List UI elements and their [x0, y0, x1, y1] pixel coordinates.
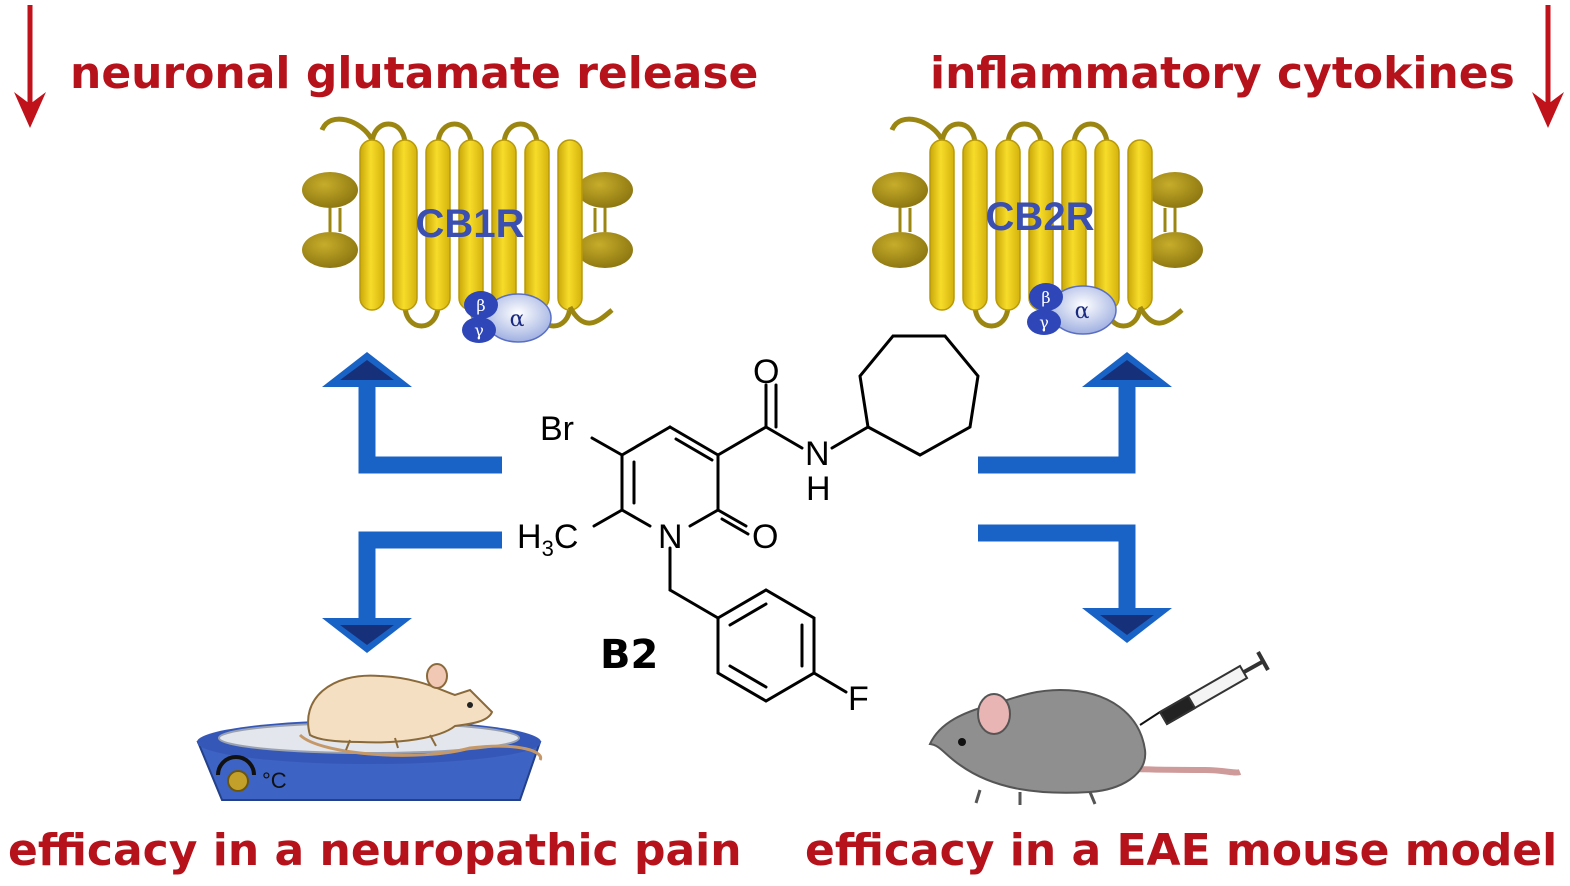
compound-b2-structure	[590, 334, 980, 703]
atom-o-ring: O	[752, 518, 778, 556]
cb2r-label: CB2R	[986, 195, 1095, 239]
title-neuropathic-pain: efficacy in a neuropathic pain	[8, 825, 742, 876]
membrane-lipid-head	[872, 172, 928, 208]
atom-h-amide: H	[806, 470, 831, 508]
title-glutamate-release: neuronal glutamate release	[70, 48, 758, 99]
receptor-loop	[1071, 121, 1110, 146]
receptor-loop	[369, 121, 408, 146]
atom-br: Br	[540, 410, 574, 448]
transmembrane-helix	[359, 139, 385, 311]
c-terminus-loop	[567, 305, 614, 326]
arrow-to-eae-model	[978, 524, 1172, 643]
atom-n-amide: N	[805, 435, 830, 473]
receptor-loop	[402, 304, 441, 329]
arrow-to-cb1r	[322, 352, 502, 474]
membrane-lipid-head	[577, 232, 633, 268]
membrane-lipid-head	[577, 172, 633, 208]
atom-fluorine: F	[848, 680, 869, 718]
receptor-loop	[501, 121, 540, 146]
membrane-lipid-head	[1147, 232, 1203, 268]
rat-illustration	[298, 663, 543, 761]
g-gamma-label: γ	[474, 321, 484, 340]
transmembrane-helix	[995, 139, 1021, 311]
syringe-icon	[1139, 651, 1270, 726]
g-protein-left: α β γ	[462, 291, 552, 343]
receptor-loop	[435, 121, 474, 146]
membrane-lipid-head	[302, 232, 358, 268]
transmembrane-helix	[962, 139, 988, 311]
atom-o-amide: O	[753, 353, 779, 391]
g-protein-right: α β γ	[1027, 283, 1117, 335]
atom-methyl: H3C	[517, 518, 578, 561]
transmembrane-helix	[425, 139, 451, 311]
g-beta-label: β	[476, 296, 485, 315]
transmembrane-helix	[392, 139, 418, 311]
receptor-loop	[1005, 121, 1044, 146]
title-eae-mouse-model: efficacy in a EAE mouse model	[805, 825, 1557, 876]
cb1r-receptor	[302, 116, 633, 329]
arrow-to-pain-model	[322, 531, 502, 653]
cb2r-receptor	[872, 116, 1203, 329]
g-alpha-label: α	[510, 307, 525, 332]
transmembrane-helix	[524, 139, 550, 311]
g-alpha-label: α	[1075, 299, 1090, 324]
receptor-loop	[939, 121, 978, 146]
receptor-loop	[972, 304, 1011, 329]
atom-n-ring: N	[658, 518, 683, 556]
membrane-lipid-head	[1147, 172, 1203, 208]
transmembrane-helix	[557, 139, 583, 311]
title-inflammatory-cytokines: inflammatory cytokines	[930, 48, 1515, 99]
temperature-unit: °C	[262, 768, 287, 793]
c-terminus-loop	[1137, 305, 1184, 326]
compound-name: B2	[600, 632, 658, 678]
mouse-illustration	[928, 688, 1242, 805]
g-beta-label: β	[1041, 288, 1050, 307]
membrane-lipid-head	[302, 172, 358, 208]
transmembrane-helix	[1094, 139, 1120, 311]
transmembrane-helix	[1127, 139, 1153, 311]
membrane-lipid-head	[872, 232, 928, 268]
dial-icon	[216, 755, 256, 792]
arrow-to-cb2r	[978, 352, 1172, 474]
n-terminus-loop	[889, 116, 945, 142]
n-terminus-loop	[319, 116, 375, 142]
transmembrane-helix	[929, 139, 955, 311]
compound-atom-labels: Br O N H N O H3C F	[517, 353, 869, 718]
cb1r-label: CB1R	[416, 202, 525, 246]
g-gamma-label: γ	[1039, 313, 1049, 332]
red-down-arrow-icon	[14, 5, 46, 128]
red-down-arrow-icon	[1532, 5, 1564, 128]
